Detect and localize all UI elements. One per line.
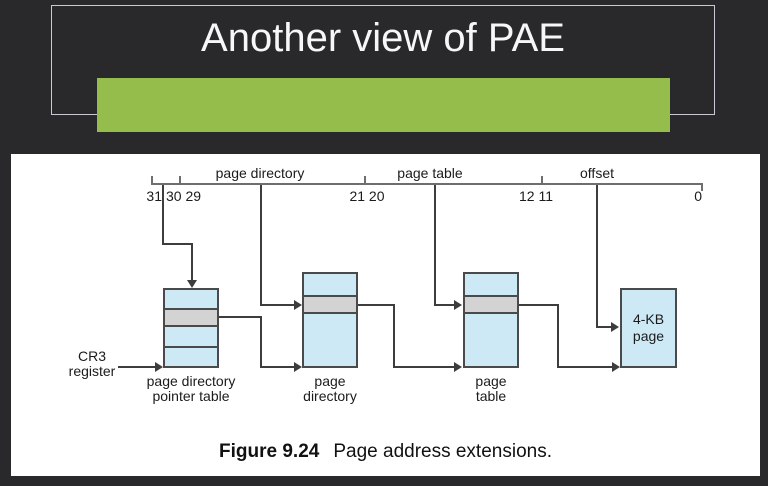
address-ruler-line bbox=[151, 183, 703, 185]
ruler-tick-bit12-11 bbox=[541, 176, 543, 183]
pdpt-out-v bbox=[260, 316, 262, 368]
pt-label-line1: page bbox=[475, 373, 507, 389]
accent-bar bbox=[97, 78, 670, 132]
cr3-label: CR3 register bbox=[32, 349, 152, 379]
pt-index-line-v bbox=[434, 185, 436, 305]
cr3-arrow-line bbox=[118, 366, 156, 368]
figure-caption: Figure 9.24 Page address extensions. bbox=[11, 441, 760, 463]
pd-out-h1 bbox=[358, 304, 395, 306]
pt-label: page table bbox=[421, 374, 561, 404]
bit-label-12-11: 12 11 bbox=[519, 188, 553, 204]
field-label-page-table: page table bbox=[397, 165, 463, 181]
pd-label: page directory bbox=[260, 374, 400, 404]
arrow-into-page-base-icon bbox=[612, 362, 620, 372]
page-box: 4-KB page bbox=[620, 288, 677, 368]
bit-label-0: 0 bbox=[694, 188, 702, 204]
pd-table bbox=[302, 272, 358, 368]
pd-out-v bbox=[393, 304, 395, 368]
pd-label-line1: page bbox=[314, 373, 346, 389]
pdpt-label: page directory pointer table bbox=[121, 374, 261, 404]
figure-caption-text: Page address extensions. bbox=[333, 441, 552, 462]
field-label-page-directory: page directory bbox=[215, 165, 305, 181]
offset-line-h bbox=[596, 326, 612, 328]
pdpt-out-h2 bbox=[260, 366, 296, 368]
cr3-label-line2: register bbox=[68, 363, 116, 379]
slide-title: Another view of PAE bbox=[201, 16, 565, 60]
arrow-into-pdpt-icon bbox=[187, 280, 197, 288]
pd-selected-entry bbox=[304, 295, 356, 314]
ruler-tick-bit31 bbox=[151, 176, 153, 183]
pdp-index-line-v1 bbox=[162, 185, 164, 244]
figure-caption-label: Figure 9.24 bbox=[219, 441, 320, 462]
pdpt-selected-entry bbox=[165, 308, 217, 327]
arrow-into-pd-entry-icon bbox=[294, 300, 302, 310]
pdpt-out-h1 bbox=[219, 316, 262, 318]
pdpt-label-line2: pointer table bbox=[152, 388, 230, 404]
arrow-into-pt-base-icon bbox=[454, 362, 462, 372]
pt-label-line2: table bbox=[475, 388, 507, 404]
cr3-arrow-icon bbox=[155, 362, 163, 372]
arrow-into-pt-entry-icon bbox=[454, 300, 462, 310]
pt-out-h2 bbox=[557, 366, 613, 368]
pt-selected-entry bbox=[465, 295, 517, 314]
cr3-label-line1: CR3 bbox=[77, 348, 106, 364]
pt-out-h1 bbox=[519, 304, 559, 306]
pdpt-table bbox=[163, 288, 219, 368]
pdpt-label-line1: page directory bbox=[146, 373, 236, 389]
page-box-line1: 4-KB bbox=[632, 311, 665, 327]
page-box-line2: page bbox=[632, 328, 665, 344]
arrow-into-pd-base-icon bbox=[294, 362, 302, 372]
pd-out-h2 bbox=[393, 366, 455, 368]
bit-label-21-20: 21 20 bbox=[349, 188, 385, 204]
field-label-offset: offset bbox=[580, 165, 614, 181]
bit-label-30-29: 30 29 bbox=[166, 188, 202, 204]
pd-label-line2: directory bbox=[303, 388, 357, 404]
offset-line-v bbox=[596, 185, 598, 328]
ruler-tick-bit21-20 bbox=[364, 176, 366, 183]
ruler-tick-bit0 bbox=[701, 185, 703, 191]
ruler-tick-bit30-29 bbox=[179, 176, 181, 183]
pd-index-line-v bbox=[260, 185, 262, 305]
pt-table bbox=[463, 272, 519, 368]
pdpt-row-divider bbox=[165, 346, 217, 348]
pt-out-v bbox=[557, 304, 559, 368]
bit-label-31: 31 bbox=[146, 188, 162, 204]
pdp-index-line-jog bbox=[162, 243, 193, 245]
pdp-index-line-v2 bbox=[191, 243, 193, 282]
pt-index-line-h bbox=[434, 304, 455, 306]
arrow-into-page-icon bbox=[611, 322, 619, 332]
pd-index-line-h bbox=[260, 304, 295, 306]
